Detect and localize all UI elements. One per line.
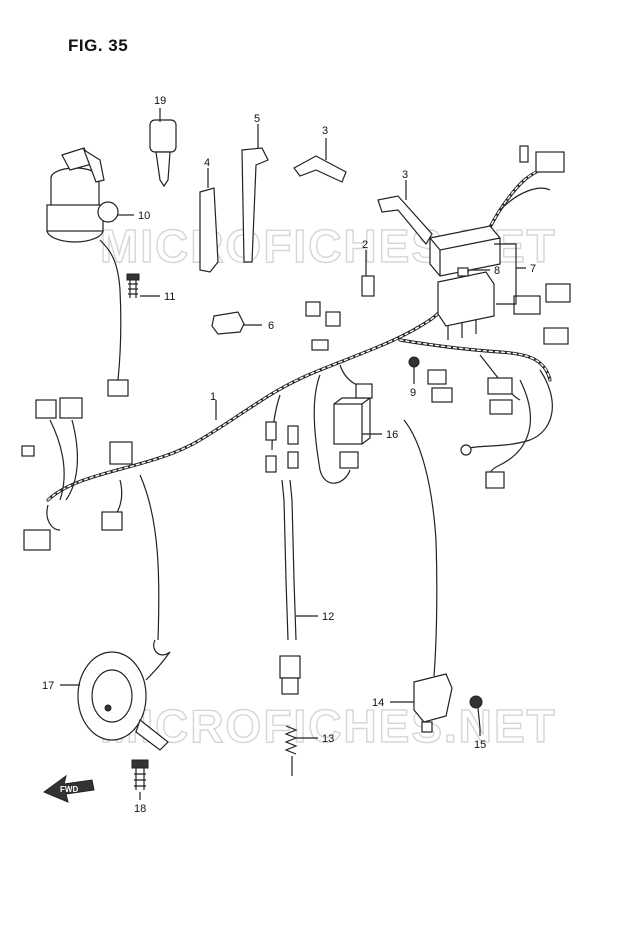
callout-17: 17 — [42, 680, 54, 692]
callout-18: 18 — [134, 803, 146, 815]
connector-cluster-mid — [265, 301, 341, 473]
screw-9 — [408, 356, 420, 378]
callout-1: 1 — [210, 391, 216, 403]
callout-19: 19 — [154, 95, 166, 107]
callout-2: 2 — [362, 239, 368, 251]
callout-8: 8 — [494, 265, 500, 277]
ignition-key — [149, 119, 177, 188]
callout-5: 5 — [254, 113, 260, 125]
clamp-6 — [211, 311, 245, 335]
relay-7 — [429, 225, 501, 277]
callout-11: 11 — [164, 291, 175, 303]
bolt-18 — [131, 759, 149, 790]
fuse-2 — [361, 275, 375, 297]
fwd-arrow: FWD — [42, 774, 95, 803]
connector-cluster-right — [427, 145, 571, 489]
callout-16: 16 — [386, 429, 398, 441]
clamp-4 — [199, 187, 219, 273]
sensor-lead-12 — [279, 479, 301, 695]
callout-9: 9 — [410, 387, 416, 399]
callout-14: 14 — [372, 697, 384, 709]
ignition-switch — [46, 147, 129, 397]
callout-3-upper: 3 — [322, 125, 328, 137]
sensor-14 — [403, 419, 453, 733]
callout-labels: 1 2 3 3 4 5 6 7 8 9 10 11 12 13 14 15 16… — [42, 95, 536, 815]
callout-6: 6 — [268, 320, 274, 332]
fwd-label: FWD — [60, 785, 78, 794]
callout-10: 10 — [138, 210, 150, 222]
callout-15: 15 — [474, 739, 486, 751]
callout-12: 12 — [322, 611, 334, 623]
relay-8 — [437, 267, 495, 340]
band-5 — [241, 147, 269, 263]
callout-3-lower: 3 — [402, 169, 408, 181]
main-wiring-harness — [46, 168, 553, 656]
relay-16 — [333, 383, 373, 469]
clamp-3-upper — [293, 155, 347, 183]
figure-title: FIG. 35 — [68, 36, 129, 55]
clamp-3-lower — [377, 195, 433, 246]
callout-13: 13 — [322, 733, 334, 745]
connector-cluster-left — [21, 397, 133, 551]
screw-11 — [126, 273, 140, 298]
screw-15 — [469, 695, 483, 729]
callout-4: 4 — [204, 157, 210, 169]
callout-7: 7 — [530, 263, 536, 275]
spring-13 — [284, 725, 298, 776]
leader-lines — [60, 108, 526, 800]
horn-17 — [77, 651, 171, 751]
